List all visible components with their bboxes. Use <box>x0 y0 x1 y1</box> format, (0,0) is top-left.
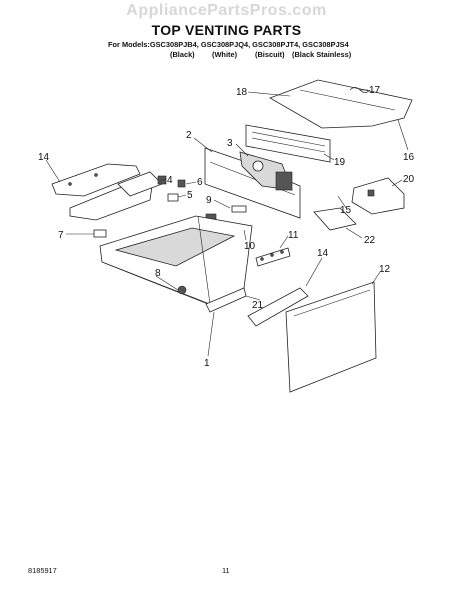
page-title: TOP VENTING PARTS <box>151 22 302 38</box>
callout-18: 18 <box>236 87 248 98</box>
right-bracket <box>351 177 405 215</box>
callout-11: 11 <box>288 230 299 241</box>
left-side-bracket <box>51 163 141 197</box>
color-label-black-stainless: (Black Stainless) <box>292 50 352 59</box>
callout-2: 2 <box>186 130 192 141</box>
color-label-biscuit: (Biscuit) <box>255 50 285 59</box>
document-number: 8185917 <box>28 566 57 575</box>
callout-3: 3 <box>227 138 233 149</box>
callout-labels: 18 17 2 3 16 19 14 4 6 5 20 9 15 7 10 22… <box>38 85 415 369</box>
small-plate <box>313 207 357 231</box>
callout-20: 20 <box>403 174 415 185</box>
fan-motor-assembly <box>239 151 293 191</box>
callout-21: 21 <box>252 300 264 311</box>
callout-22: 22 <box>364 235 376 246</box>
color-label-black: (Black) <box>170 50 195 59</box>
callout-7: 7 <box>58 230 64 241</box>
callout-8: 8 <box>155 268 161 279</box>
connector-eleven <box>255 247 291 267</box>
callout-5: 5 <box>187 190 193 201</box>
callout-14-lower: 14 <box>317 248 329 259</box>
top-vent-panel <box>269 79 413 129</box>
knob-eight <box>177 285 187 295</box>
callout-6: 6 <box>197 177 203 188</box>
color-label-white: (White) <box>212 50 238 59</box>
lower-right-bracket <box>247 287 309 327</box>
rear-bracket <box>245 124 331 163</box>
page-number: 11 <box>222 566 230 575</box>
models-line: For Models:GSC308PJB4, GSC308PJQ4, GSC30… <box>108 40 349 49</box>
callout-1: 1 <box>204 358 210 369</box>
callout-10: 10 <box>244 241 256 252</box>
watermark-text: AppliancePartsPros.com <box>126 2 327 19</box>
front-panel <box>285 281 377 393</box>
callout-19: 19 <box>334 157 346 168</box>
callout-4: 4 <box>167 175 173 186</box>
callout-14: 14 <box>38 152 50 163</box>
callout-9: 9 <box>206 195 212 206</box>
callout-12: 12 <box>379 264 391 275</box>
leader-lines <box>45 89 409 357</box>
clip-seven <box>93 229 107 238</box>
callout-16: 16 <box>403 152 415 163</box>
callout-17: 17 <box>369 85 381 96</box>
vent-hood-body <box>99 215 253 313</box>
callout-15: 15 <box>340 205 352 216</box>
